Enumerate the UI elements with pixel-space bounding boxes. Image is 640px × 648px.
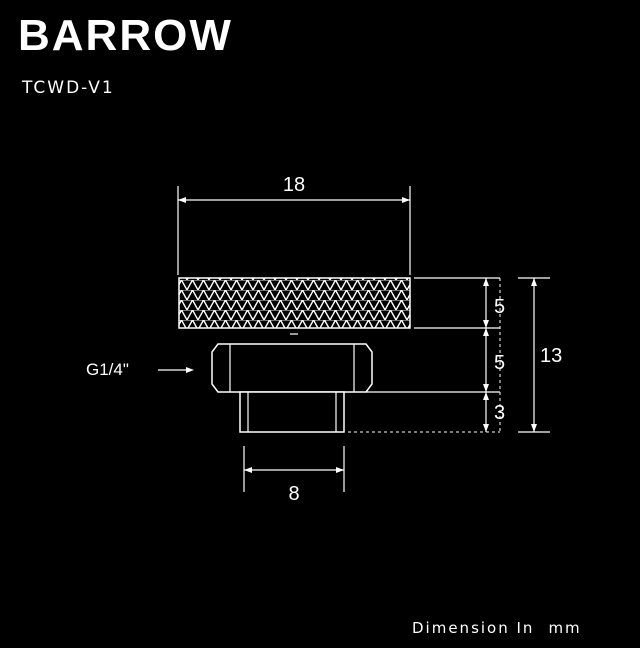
total-height-dimension: 13: [531, 278, 562, 432]
hex-body: [211, 333, 373, 393]
units-label: Dimension In: [412, 619, 535, 637]
top-width-dimension: 18: [177, 174, 411, 275]
height-thread-label: 3: [494, 402, 505, 424]
height-knurl-label: 5: [494, 296, 505, 318]
knurled-cap: [178, 277, 411, 329]
thread-section: [239, 391, 345, 433]
thread-label: G1/4": [86, 360, 129, 379]
width-top-label: 18: [283, 174, 305, 196]
thread-callout: G1/4": [86, 360, 194, 379]
height-mid-label: 5: [494, 352, 505, 374]
units-value: mm: [548, 619, 582, 637]
barrow-logo: BARROW: [18, 11, 233, 58]
units-note: Dimension In mm: [412, 619, 582, 637]
width-bottom-label: 8: [288, 483, 299, 505]
height-total-label: 13: [540, 345, 562, 367]
segment-height-dimensions: 5 5 3: [483, 278, 505, 432]
model-number: TCWD-V1: [22, 78, 115, 98]
bottom-width-dimension: 8: [243, 446, 345, 505]
brand-logo-text: BARROW: [18, 11, 233, 58]
